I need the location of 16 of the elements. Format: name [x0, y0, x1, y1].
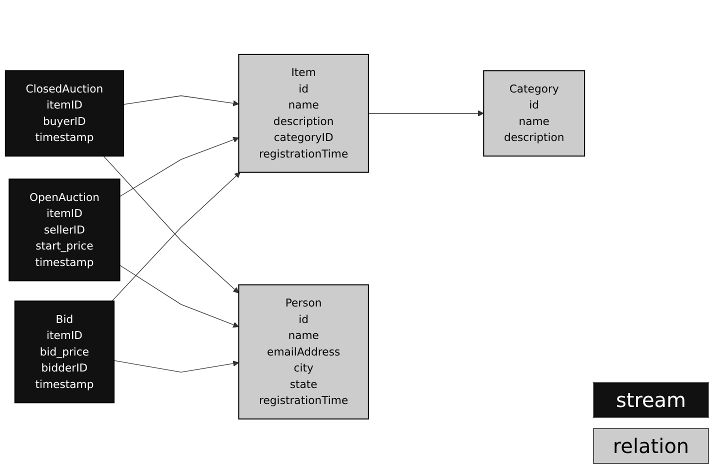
arrow: [123, 96, 239, 107]
node-box: [238, 284, 369, 420]
arrow: [368, 110, 484, 117]
legend-swatch: stream: [593, 382, 709, 418]
arrow: [112, 172, 240, 302]
arrow: [103, 156, 239, 294]
node-box: [8, 178, 120, 282]
node-box: [238, 54, 369, 174]
arrow: [114, 360, 239, 373]
arrow: [119, 265, 239, 328]
node-box: [483, 70, 586, 157]
diagram: ClosedAuction itemID buyerID timestamp Category id name description Item id name description categoryID registrationTime Person id name emailAddress city state registrationTime OpenAuction itemID sellerID start_price timestamp Bid itemID bid_price bidderID timestamp: [0, 49, 590, 425]
legend-swatch: relation: [593, 428, 709, 464]
node-box: [14, 300, 115, 404]
node-box: [4, 70, 124, 157]
arrow: [119, 137, 239, 198]
